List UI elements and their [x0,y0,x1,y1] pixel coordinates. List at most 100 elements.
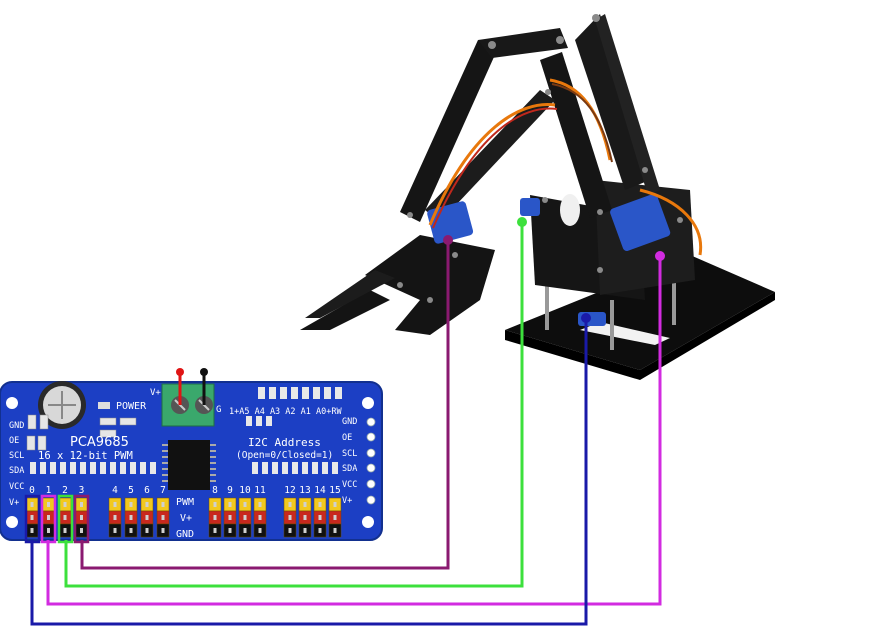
header-channel-14[interactable]: 14 [313,485,327,538]
left-pin-gnd: GND [9,421,24,431]
header-pin [333,502,337,507]
servo-left [520,198,540,216]
wire-end-magenta [655,251,665,261]
header-pin [288,515,292,520]
header-pin [80,515,83,520]
header-pin [145,528,149,533]
header-channel-12[interactable]: 12 [283,485,297,538]
channel-number-11: 11 [254,485,266,496]
channel-number-15: 15 [329,485,340,496]
row-label-vplus: V+ [180,513,192,524]
header-pin [145,515,149,520]
terminal-vplus-label: V+ [150,388,161,398]
i2c-note: (Open=0/Closed=1) [236,450,333,461]
channel-number-8: 8 [212,485,218,496]
arm-gripper [365,235,495,335]
header-pin [258,515,262,520]
channel-number-4: 4 [112,485,118,496]
left-pin-vcc: VCC [9,482,24,492]
header-channel-9[interactable]: 9 [223,485,237,538]
header-pin [30,502,34,507]
header-pin [47,515,50,520]
wire-channel-0-blue [30,318,588,626]
servo-gripper [427,201,474,244]
header-channel-4[interactable]: 4 [108,485,122,538]
channel-number-13: 13 [299,485,310,496]
channel-number-2: 2 [62,485,68,496]
header-pin [228,502,232,507]
board-name: PCA9685 [70,435,129,450]
channel-number-12: 12 [284,485,295,496]
header-pin [258,502,262,507]
header-pin [129,502,133,507]
highlight-channel-2 [57,494,74,544]
channel-number-5: 5 [128,485,134,496]
header-pin [30,528,34,533]
header-pin [161,502,165,507]
left-pin-sda: SDA [9,466,24,476]
i2c-title: I2C Address [248,436,321,449]
signal-wires [24,217,665,626]
header-channel-13[interactable]: 13 [298,485,312,538]
left-pin-scl: SCL [9,451,24,461]
header-pin [318,528,322,533]
right-pin-sda: SDA [342,464,357,474]
arm-forearm-link [400,40,498,222]
header-channel-6[interactable]: 6 [140,485,154,538]
header-channel-11[interactable]: 11 [253,485,267,538]
wire-channel-3-purple [80,240,450,570]
channel-number-3: 3 [79,485,85,496]
power-label: POWER [116,401,147,412]
header-pin [288,502,292,507]
servo-right [610,193,671,252]
right-pin-vcc: VCC [342,480,357,490]
right-pin-gnd: GND [342,417,357,427]
header-pin [113,502,117,507]
highlight-channel-0 [24,494,41,544]
left-pin-oe: OE [9,436,19,446]
header-pin [303,515,307,520]
header-pin [213,528,217,533]
header-pin [228,528,232,533]
highlight-channel-3 [73,494,90,544]
arm-upright-link [540,52,612,218]
arm-base-plate [505,255,775,370]
header-pin [228,515,232,520]
header-channel-10[interactable]: 10 [238,485,252,538]
header-pin [318,502,322,507]
left-pin-vplus: V+ [9,498,19,508]
channel-number-7: 7 [160,485,166,496]
row-label-gnd: GND [176,529,194,540]
header-pin [161,528,165,533]
header-pin [145,502,149,507]
header-pin [47,502,50,507]
header-pin [47,528,50,533]
terminal-gnd-label: G [216,405,221,415]
header-pin [258,528,262,533]
wire-end-green [517,217,527,227]
row-label-pwm: PWM [176,497,194,508]
channel-number-10: 10 [239,485,251,496]
left-pin-labels: GND OE SCL SDA VCC V+ [9,421,24,508]
header-channel-8[interactable]: 8 [208,485,222,538]
wire-end-purple [443,235,453,245]
channel-number-0: 0 [29,485,35,496]
header-channel-15[interactable]: 15 [328,485,342,538]
right-pin-scl: SCL [342,449,357,459]
channel-number-1: 1 [46,485,52,496]
channel-number-9: 9 [227,485,233,496]
channel-number-6: 6 [144,485,150,496]
header-channel-0[interactable]: 0 [25,485,39,538]
robot-arm [300,14,775,380]
pca9685-chip [168,440,210,490]
header-pin [318,515,322,520]
header-pin [30,515,34,520]
header-pin [213,502,217,507]
header-channel-5[interactable]: 5 [124,485,138,538]
header-pin [80,502,83,507]
address-pins-label: 1+A5 A4 A3 A2 A1 A0+RW [229,407,342,417]
header-channel-7[interactable]: 7 [156,485,170,538]
header-pin [113,515,117,520]
header-pin [161,515,165,520]
header-pin [243,528,247,533]
